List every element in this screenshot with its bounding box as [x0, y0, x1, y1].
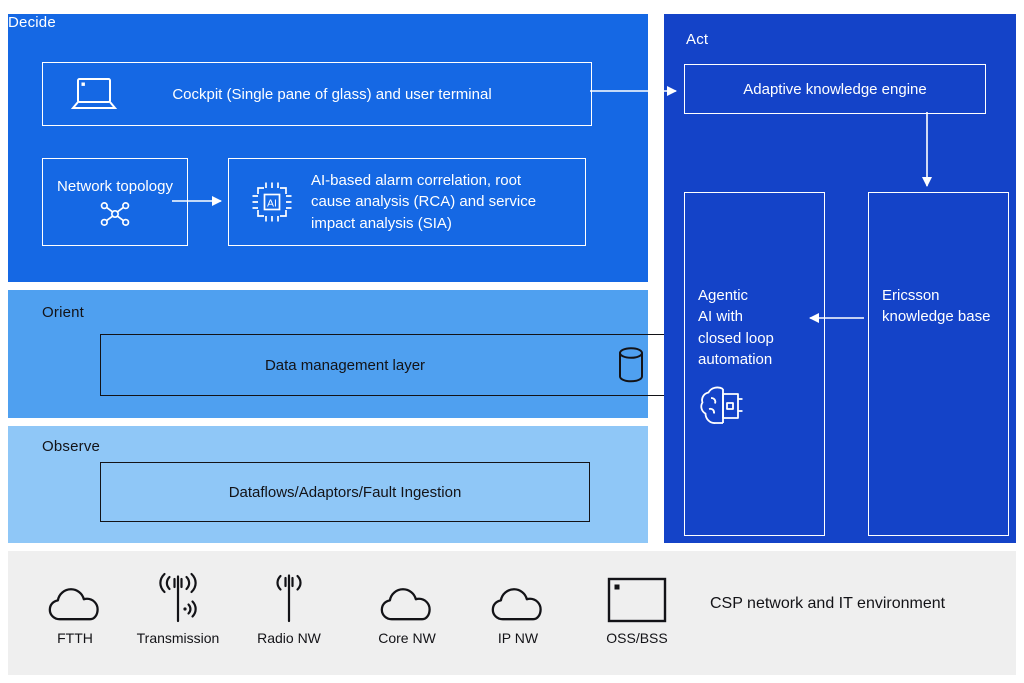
footer-label: OSS/BSS: [606, 630, 668, 646]
act-label: Act: [686, 31, 709, 48]
data-management-label: Data management layer: [264, 356, 426, 374]
network-topology-box: Network topology: [42, 158, 188, 246]
ai-correlation-label: AI-based alarm correlation, root cause a…: [311, 172, 537, 232]
footer-label: IP NW: [497, 630, 539, 646]
csp-environment-strip: FTTH Transmi: [8, 551, 1016, 675]
observe-label: Observe: [42, 438, 101, 455]
data-management-box: Data management layer: [100, 334, 668, 396]
cockpit-box: Cockpit (Single pane of glass) and user …: [42, 62, 592, 126]
agentic-ai-box: Agentic AI with closed loop automation: [684, 192, 825, 536]
footer-item-ftth: FTTH: [10, 565, 140, 646]
database-icon: [617, 346, 645, 384]
footer-label: Core NW: [378, 630, 436, 646]
agentic-ai-label-line: Agentic: [698, 287, 749, 304]
ai-chip-icon: AI: [249, 179, 295, 225]
oss-bss-screen-icon: [572, 565, 702, 623]
radio-mast-icon: [224, 565, 354, 623]
csp-environment-caption: CSP network and IT environment: [710, 595, 946, 612]
decide-label: Decide: [8, 14, 56, 31]
agentic-ai-label-line: closed loop: [698, 329, 774, 347]
network-topology-icon: [99, 201, 131, 227]
agentic-ai-label-line: AI with: [698, 308, 744, 326]
ericsson-knowledge-base-box: Ericsson knowledge base: [868, 192, 1009, 536]
dataflows-box: Dataflows/Adaptors/Fault Ingestion: [100, 462, 590, 522]
footer-item-ip-nw: IP NW: [453, 565, 583, 646]
agentic-brain-chip-icon: [698, 384, 816, 436]
adaptive-knowledge-engine-label: Adaptive knowledge engine: [743, 80, 927, 98]
cloud-icon: [10, 565, 140, 623]
orient-label: Orient: [42, 304, 85, 321]
act-panel: Act Adaptive knowledge engine Agentic AI…: [664, 14, 1016, 543]
footer-item-oss-bss: OSS/BSS: [572, 565, 702, 646]
footer-label: Transmission: [136, 630, 220, 646]
svg-text:AI: AI: [267, 198, 277, 210]
ai-correlation-box: AI AI-based alarm correlation, root caus…: [228, 158, 586, 246]
agentic-ai-label-line: automation: [698, 350, 773, 368]
cloud-icon: [342, 565, 472, 623]
network-topology-label: Network topology: [57, 177, 173, 195]
observe-panel: Observe Dataflows/Adaptors/Fault Ingesti…: [8, 426, 648, 543]
footer-item-core-nw: Core NW: [342, 565, 472, 646]
footer-item-transmission: Transmission: [113, 565, 243, 646]
dataflows-label: Dataflows/Adaptors/Fault Ingestion: [228, 483, 462, 501]
adaptive-knowledge-engine-box: Adaptive knowledge engine: [684, 64, 986, 114]
transmission-antenna-icon: [113, 565, 243, 623]
cockpit-label: Cockpit (Single pane of glass) and user …: [172, 85, 492, 103]
decide-panel: Decide Cockpit (Single pane of glass) an…: [8, 14, 648, 282]
footer-label: Radio NW: [257, 630, 321, 646]
orient-panel: Orient Data management layer: [8, 290, 668, 418]
footer-item-radio-nw: Radio NW: [224, 565, 354, 646]
footer-label: FTTH: [57, 630, 93, 646]
laptop-icon: [69, 76, 119, 112]
cloud-icon: [453, 565, 583, 623]
